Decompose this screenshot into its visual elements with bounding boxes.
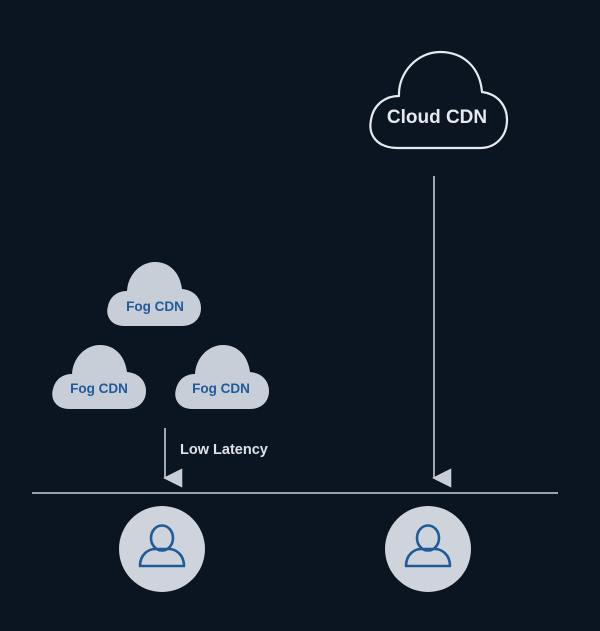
cloud-filled-icon [107,262,201,326]
fog-cdn-label: Fog CDN [126,299,184,314]
cloud-filled-icon [52,345,146,409]
cloud-outline-icon [369,50,509,150]
fog-cdn-label: Fog CDN [70,381,128,396]
user-left [119,506,205,592]
user-right [385,506,471,592]
fog-cdn-node-left: Fog CDN [52,345,146,409]
low-latency-label: Low Latency [180,442,268,458]
user-icon [138,524,186,568]
fog-cdn-label: Fog CDN [192,381,250,396]
cloud-cdn-node: Cloud CDN [369,50,509,150]
user-icon [404,524,452,568]
cloud-filled-icon [175,345,269,409]
fog-cdn-node-right: Fog CDN [175,345,269,409]
cloud-cdn-label: Cloud CDN [387,107,487,128]
fog-cdn-node-top: Fog CDN [107,262,201,326]
